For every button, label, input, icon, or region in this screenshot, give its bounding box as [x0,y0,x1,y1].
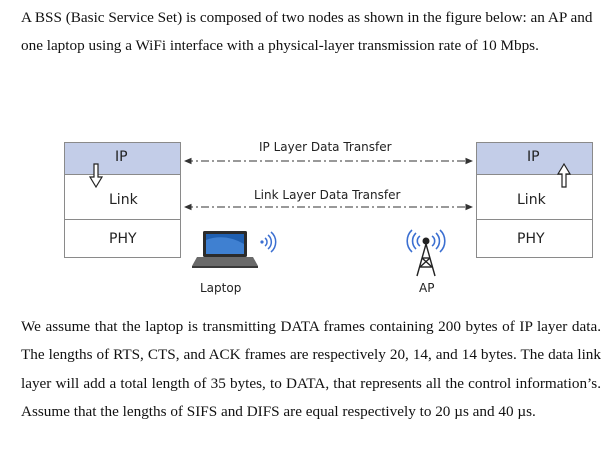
wifi-signal-icon [260,231,277,253]
right-phy-layer: PHY [476,219,593,258]
left-link-layer: Link [64,174,181,220]
left-phy-layer: PHY [64,219,181,258]
left-phy-label: PHY [109,231,137,247]
body-paragraph: We assume that the laptop is transmittin… [21,318,601,421]
left-link-label: Link [109,192,138,208]
up-arrow-icon [556,162,572,188]
left-ip-layer: IP [64,142,181,175]
intro-paragraph: A BSS (Basic Service Set) is composed of… [21,9,593,55]
ap-label: AP [419,281,435,295]
right-link-label: Link [517,192,546,208]
right-ip-layer: IP [476,142,593,175]
right-ip-label: IP [527,149,540,165]
right-phy-label: PHY [517,231,545,247]
link-transfer-label: Link Layer Data Transfer [254,188,401,202]
ip-transfer-label: IP Layer Data Transfer [259,140,392,154]
laptop-label: Laptop [200,281,242,295]
laptop-icon [192,231,258,268]
ap-antenna-icon [406,229,446,277]
right-link-layer: Link [476,174,593,220]
left-ip-label: IP [115,149,128,165]
down-arrow-icon [88,163,104,189]
